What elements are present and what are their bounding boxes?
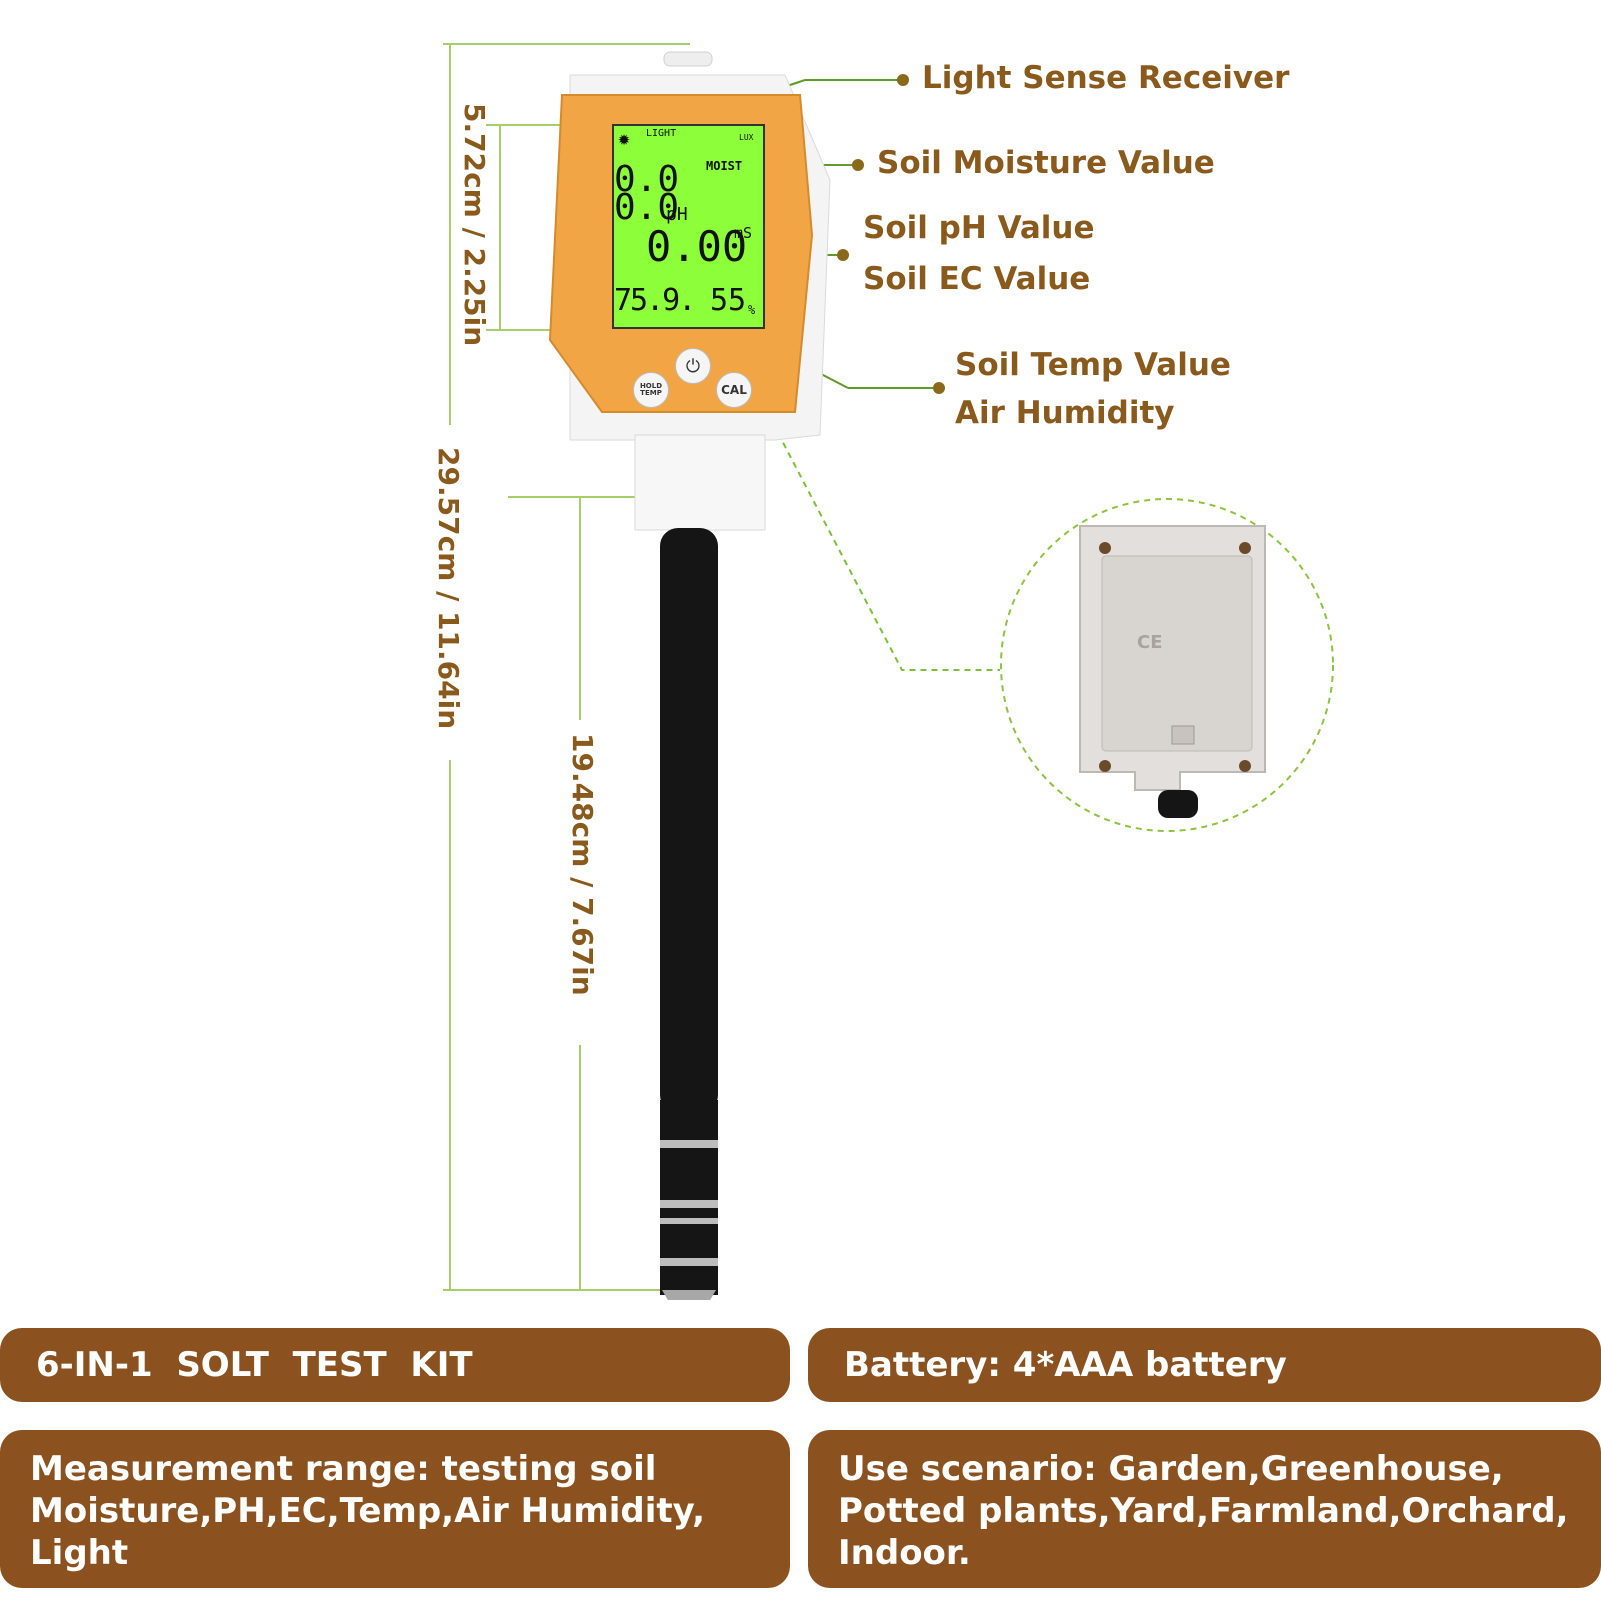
power-icon: ⏻ bbox=[685, 355, 701, 377]
lcd-moist-label: MOIST bbox=[706, 159, 743, 173]
sun-icon: ✹ bbox=[618, 126, 631, 150]
lcd-ec-unit: mS bbox=[734, 224, 753, 242]
callout-soil-moisture: Soil Moisture Value bbox=[877, 145, 1215, 181]
lcd-screen: ✹ LIGHT LUX MOIST 0.0 0.0 pH 0.00 mS 75.… bbox=[612, 124, 765, 329]
use-scenario-text: Use scenario: Garden,Greenhouse, Potted … bbox=[838, 1449, 1569, 1574]
callout-dots bbox=[837, 74, 945, 394]
device-back-view bbox=[1079, 525, 1266, 818]
battery-banner: Battery: 4*AAA battery bbox=[808, 1328, 1601, 1402]
lcd-ph-unit: pH bbox=[666, 204, 688, 225]
lcd-humidity-unit: % bbox=[748, 303, 756, 317]
power-button[interactable]: ⏻ bbox=[675, 348, 711, 384]
dimension-screen: 5.72cm / 2.25in bbox=[458, 103, 491, 347]
hold-temp-button[interactable]: HOLD TEMP bbox=[633, 372, 669, 408]
title-text: 6-IN-1 SOLT TEST KIT bbox=[36, 1345, 473, 1385]
callout-soil-ph: Soil pH Value bbox=[863, 210, 1095, 246]
title-banner: 6-IN-1 SOLT TEST KIT bbox=[0, 1328, 790, 1402]
cal-label: CAL bbox=[721, 383, 747, 397]
lcd-light-label: LIGHT bbox=[646, 128, 677, 139]
dimension-total: 29.57cm / 11.64in bbox=[432, 447, 465, 730]
measurement-banner: Measurement range: testing soil Moisture… bbox=[0, 1430, 790, 1588]
callout-air-humidity: Air Humidity bbox=[955, 395, 1175, 431]
lcd-humidity-value: 55 bbox=[710, 283, 747, 318]
callout-soil-ec: Soil EC Value bbox=[863, 261, 1091, 297]
ce-marking: CE bbox=[1137, 632, 1163, 653]
lcd-ph-value: 0.0 bbox=[614, 187, 680, 228]
callout-soil-temp: Soil Temp Value bbox=[955, 347, 1231, 383]
cal-button[interactable]: CAL bbox=[716, 372, 752, 408]
hold-temp-label: HOLD TEMP bbox=[639, 382, 663, 397]
zoom-leader bbox=[777, 432, 1000, 671]
measurement-text: Measurement range: testing soil Moisture… bbox=[30, 1449, 706, 1574]
lcd-moist-value: 0.0 bbox=[614, 159, 680, 200]
lcd-ec-value: 0.00 bbox=[646, 222, 748, 271]
lcd-temp-value: 75.9. bbox=[614, 283, 696, 318]
use-scenario-banner: Use scenario: Garden,Greenhouse, Potted … bbox=[808, 1430, 1601, 1588]
lcd-lux-label: LUX bbox=[739, 133, 754, 142]
callout-light-sense-receiver: Light Sense Receiver bbox=[922, 60, 1290, 96]
battery-text: Battery: 4*AAA battery bbox=[844, 1345, 1287, 1385]
